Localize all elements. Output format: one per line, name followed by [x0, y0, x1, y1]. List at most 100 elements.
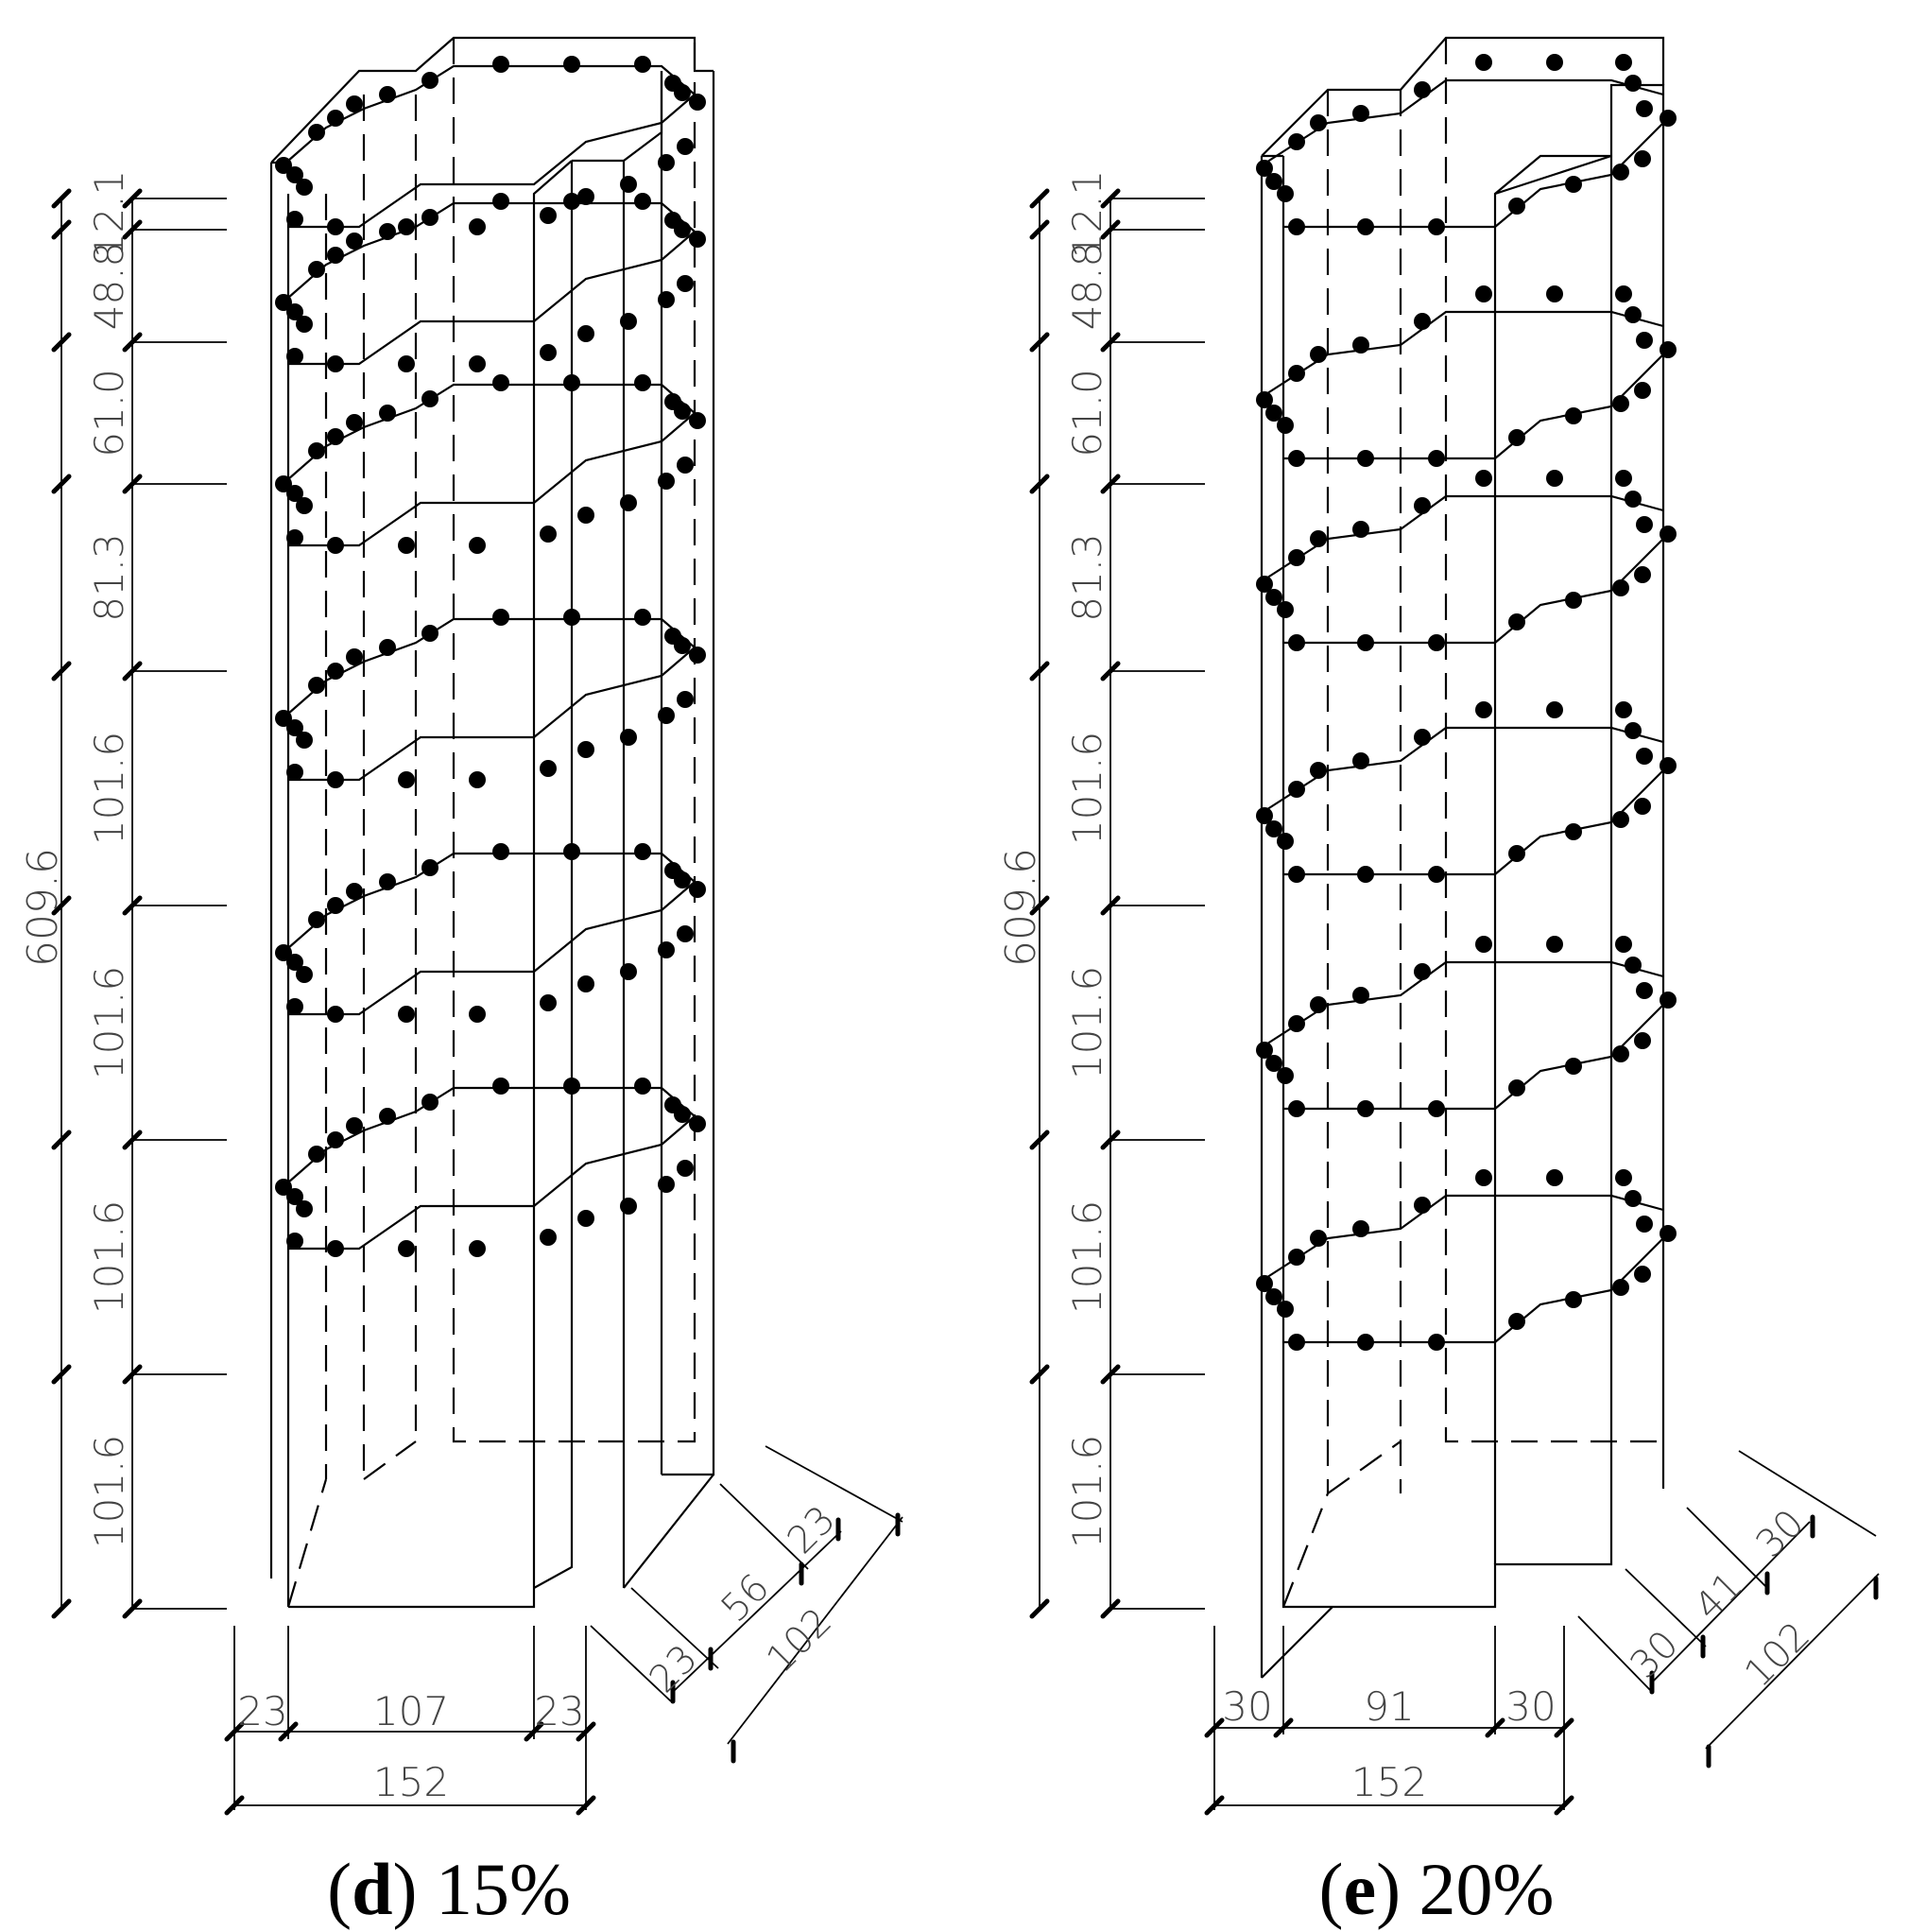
rebar-dot — [1546, 1169, 1563, 1186]
rebar-dot — [1265, 820, 1282, 837]
rebar-dot — [1660, 757, 1677, 774]
rebar-dot — [689, 881, 706, 898]
rebar-dot — [469, 218, 486, 235]
rebar-dot — [492, 843, 509, 860]
rebar-dot — [1428, 1100, 1445, 1117]
height-tick-outer — [51, 1364, 72, 1385]
rebar-dot — [308, 911, 325, 928]
width-dimensions-e — [1204, 1626, 1574, 1816]
height-segment-label: 101.6 — [86, 1435, 132, 1548]
rebar-dot — [1508, 429, 1525, 446]
rebar-dot — [1625, 722, 1642, 739]
rebar-dot — [1288, 1015, 1305, 1032]
rebar-dot — [677, 925, 694, 942]
rebar-dot — [1352, 336, 1369, 354]
rebar-dot — [286, 764, 303, 781]
rebar-dot — [275, 944, 292, 961]
rebar-dot — [379, 223, 396, 240]
rebar-dot — [1352, 105, 1369, 122]
rebar-dot — [674, 871, 691, 888]
rebar-dot — [674, 637, 691, 654]
rebar-dot — [398, 771, 415, 788]
rebar-dot — [1475, 936, 1492, 953]
rebar-dot — [540, 207, 557, 224]
rebar-dot — [1352, 987, 1369, 1004]
rebar-dot — [1612, 1045, 1629, 1062]
rebar-dot — [1475, 1169, 1492, 1186]
rebar-dot — [1508, 845, 1525, 862]
depth-seg-3-d: 23 — [780, 1498, 845, 1563]
rebar-dot — [563, 609, 580, 626]
height-tick-outer — [1029, 474, 1050, 494]
rebar-dot — [492, 1078, 509, 1095]
height-segment-label: 48.8 — [1064, 242, 1110, 331]
rebar-dot — [1636, 516, 1653, 533]
depth-seg-3-e: 30 — [1748, 1502, 1814, 1567]
rebar-dot — [1612, 1279, 1629, 1296]
height-segment-label: 101.6 — [1064, 1435, 1110, 1548]
rebar-dot — [492, 609, 509, 626]
rebar-dot — [1414, 497, 1431, 514]
rebar-dot — [1414, 313, 1431, 330]
height-segment-label: 101.6 — [86, 1200, 132, 1314]
rebar-dot — [1277, 417, 1294, 434]
rebar-dot — [1256, 807, 1273, 824]
rebar-dot — [1357, 450, 1374, 467]
rebar-dot — [1265, 1288, 1282, 1305]
rebar-dot — [308, 442, 325, 459]
tie-front-loop — [288, 94, 696, 229]
rebar-dot — [296, 179, 313, 196]
rebar-dot — [1265, 1055, 1282, 1072]
tie-back-loop — [287, 1086, 696, 1183]
height-tick-outer — [1029, 188, 1050, 209]
rebar-dot — [1288, 450, 1305, 467]
rebar-dot — [275, 1179, 292, 1196]
rebar-dot — [563, 843, 580, 860]
rebar-dot — [296, 316, 313, 333]
depth-seg-2-d: 56 — [714, 1566, 779, 1631]
rebar-dot — [658, 941, 675, 958]
rebar-dot — [296, 966, 313, 983]
rebar-dot — [327, 897, 344, 914]
rebar-dot — [1428, 634, 1445, 651]
rebar-dot — [1612, 164, 1629, 181]
height-tick-outer — [51, 474, 72, 494]
height-tick-outer — [51, 1598, 72, 1619]
rebar-dot — [327, 247, 344, 264]
rebar-dot — [658, 291, 675, 308]
rebar-dot — [1508, 1313, 1525, 1330]
rebar-dot — [1277, 601, 1294, 618]
width-dimensions-d — [224, 1626, 596, 1816]
rebar-dot — [1546, 285, 1563, 302]
rebar-dot — [296, 732, 313, 749]
rebar-dot — [1428, 450, 1445, 467]
rebar-dot — [1636, 982, 1653, 999]
height-dimensions-d — [51, 188, 227, 1619]
rebar-dot — [1288, 1249, 1305, 1266]
rebar-dot — [1265, 173, 1282, 190]
rebar-dot — [327, 1006, 344, 1023]
rebar-dot — [620, 494, 637, 511]
rebar-dot — [1288, 365, 1305, 382]
rebar-dot — [1310, 530, 1327, 547]
rebar-dot — [658, 707, 675, 724]
rebar-dot — [634, 843, 651, 860]
rebar-dot — [540, 994, 557, 1011]
rebar-dot — [1352, 752, 1369, 769]
rebar-dot — [1634, 798, 1651, 815]
rebar-dot — [1256, 391, 1273, 408]
rebar-dot — [1615, 936, 1632, 953]
height-dimensions-e — [1029, 188, 1205, 1619]
depth-seg-1-e: 30 — [1623, 1623, 1688, 1688]
width-seg-2-d: 107 — [373, 1688, 449, 1734]
tie-back-loop — [287, 852, 696, 949]
rebar-dot — [1265, 589, 1282, 606]
rebar-dot — [1265, 405, 1282, 422]
rebar-dot — [1634, 150, 1651, 167]
rebar-dot — [327, 355, 344, 372]
rebar-dot — [421, 625, 439, 642]
rebar-dot — [1475, 701, 1492, 718]
height-segment-label: 12.1 — [86, 170, 132, 259]
rebar-dot — [1612, 811, 1629, 828]
rebar-dot — [1310, 346, 1327, 363]
